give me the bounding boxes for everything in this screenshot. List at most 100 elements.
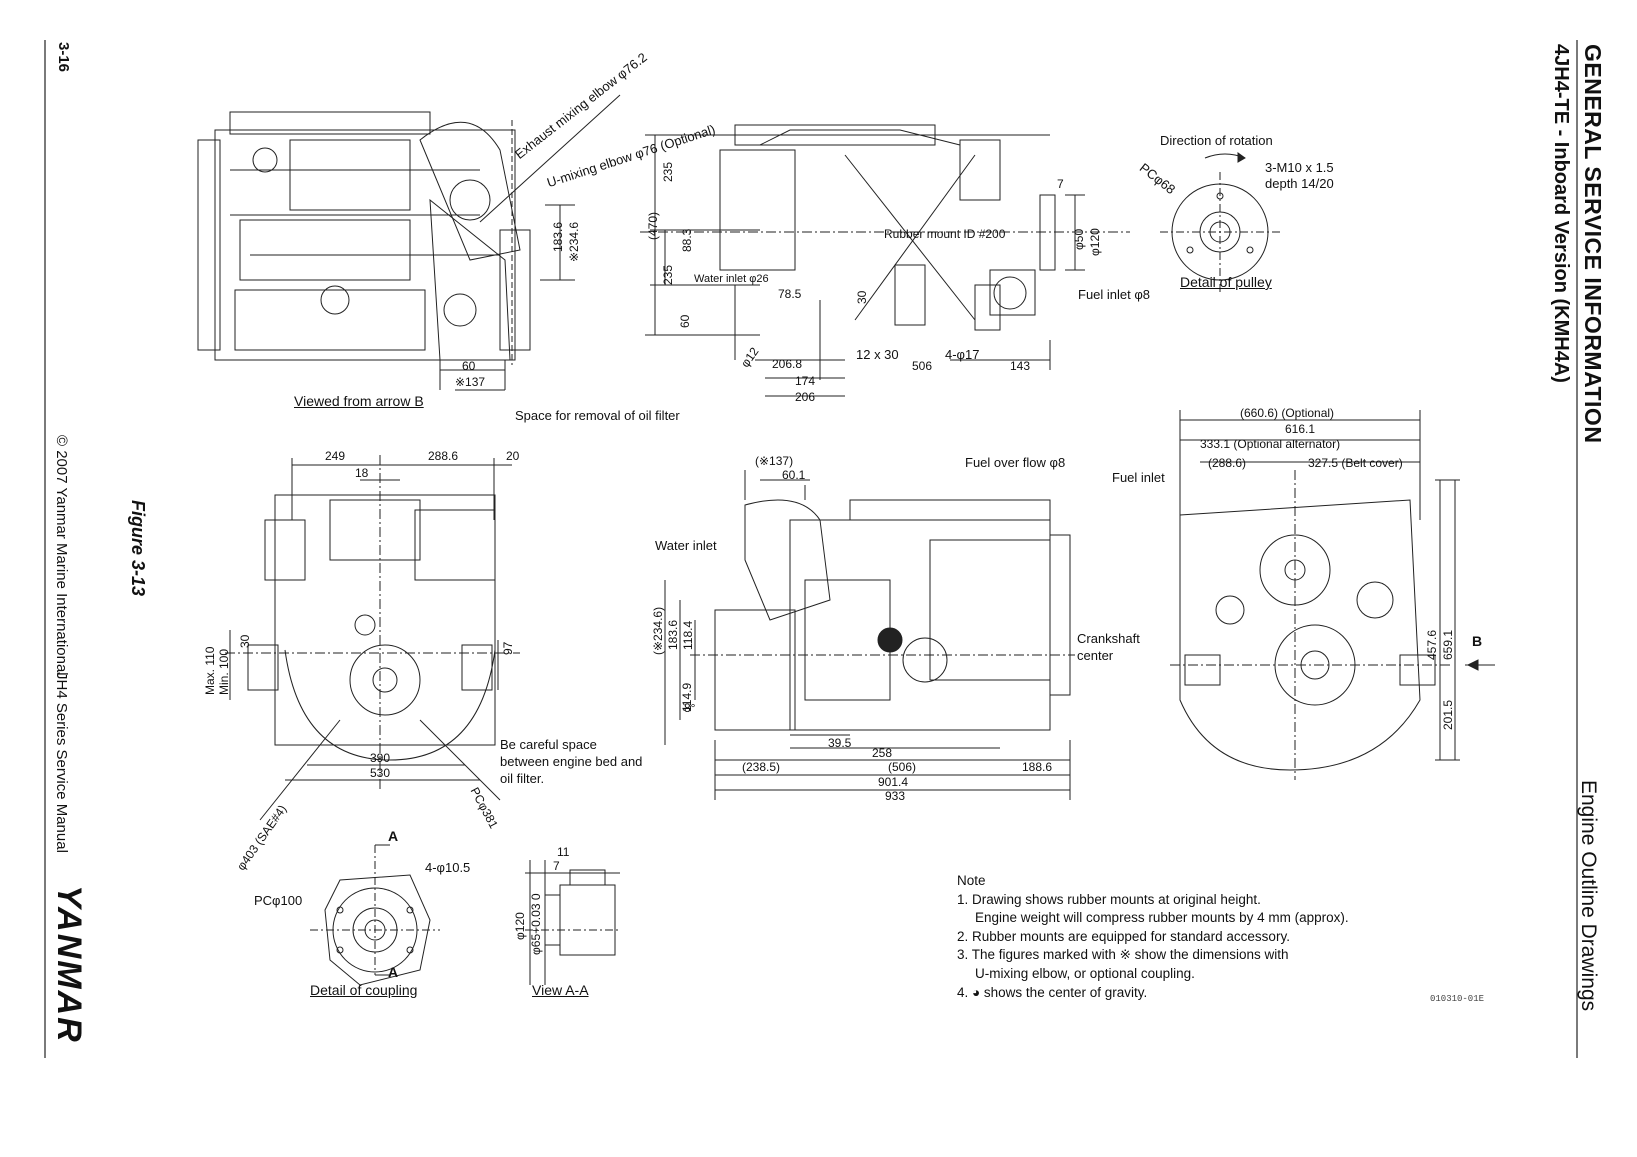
caption-pulley: Detail of pulley — [1180, 274, 1272, 290]
drawing-code: 010310-01E — [1430, 994, 1485, 1004]
dim-side-3: 183.6 — [666, 620, 680, 650]
dim-side-4: 118.4 — [681, 621, 695, 650]
dim-rear-1: 616.1 — [1285, 422, 1315, 436]
dim-top-center-3: 88.3 — [680, 228, 694, 252]
dim-front-0: 249 — [325, 449, 345, 463]
engine-rear-view — [1170, 410, 1495, 780]
label-fuel-overflow: Fuel over flow φ8 — [965, 455, 1066, 470]
dim-top-center-6: 30 — [855, 290, 869, 304]
dim-rear-0: (660.6) (Optional) — [1240, 406, 1334, 420]
dim-rear-5: 457.6 — [1425, 630, 1439, 660]
note-item: 3. The figures marked with ※ show the di… — [957, 947, 1289, 963]
copyright: © 2007 Yanmar Marine International — [53, 435, 70, 676]
label-water-inlet: Water inlet — [655, 538, 717, 553]
engine-plan-view — [640, 124, 1130, 397]
engine-top-view — [197, 94, 621, 391]
dim-top-center-5: 78.5 — [778, 287, 802, 301]
section-a-bottom: A — [388, 964, 399, 980]
caption-coupling: Detail of coupling — [310, 982, 418, 998]
label-12x30: 12 x 30 — [856, 347, 899, 362]
dim-front-8: 390 — [370, 751, 390, 765]
dim-aa-2: φ120 — [513, 912, 527, 940]
dim-top-center-1: (470) — [646, 212, 660, 240]
dim-side-6: 8° — [684, 701, 696, 715]
arrow-b-label: B — [1472, 633, 1483, 649]
dim-top-center-13: φ120 — [1088, 228, 1102, 256]
dim-front-4: Max. 110 — [203, 646, 217, 695]
dim-side-1: 60.1 — [782, 468, 806, 482]
dim-top-left-1: ※137 — [455, 375, 485, 389]
dim-top-center-10: 506 — [912, 359, 932, 373]
note-item: 4. ◕ shows the center of gravity. — [957, 984, 1148, 1000]
label-fuel-inlet-8: Fuel inlet φ8 — [1078, 287, 1151, 302]
dim-side-7: 39.5 — [828, 736, 852, 750]
dim-rear-2: 333.1 (Optional alternator) — [1200, 437, 1340, 451]
dim-side-12: 901.4 — [878, 775, 908, 789]
pulley-detail — [1160, 152, 1280, 292]
dim-side-13: 933 — [885, 789, 905, 803]
dim-side-8: 258 — [872, 746, 892, 760]
section-title: GENERAL SERVICE INFORMATION — [1580, 44, 1606, 444]
model-title: 4JH4-TE - Inboard Version (KMH4A) — [1550, 44, 1572, 383]
label-pc100: PCφ100 — [254, 893, 303, 908]
dim-top-center-8: 174 — [795, 374, 815, 388]
note-item: U-mixing elbow, or optional coupling. — [975, 965, 1195, 981]
dim-front-6: 30 — [238, 634, 252, 648]
dim-top-center-7: 206.8 — [772, 357, 802, 371]
dim-top-center-14: 7 — [1057, 177, 1064, 191]
view-aa-detail — [525, 860, 620, 985]
brand-logo: YANMAR — [50, 885, 88, 1044]
caption-view-aa: View A-A — [532, 982, 589, 998]
dim-rear-7: 201.5 — [1441, 700, 1455, 730]
label-bolt-spec: 3-M10 x 1.5 — [1265, 160, 1334, 175]
page-number: 3-16 — [55, 42, 72, 73]
dim-side-5: 114.9 — [680, 683, 694, 712]
dim-top-center-12: φ50 — [1072, 229, 1086, 250]
caption-viewed-from-b: Viewed from arrow B — [294, 393, 424, 409]
dim-front-9: 530 — [370, 766, 390, 780]
label-direction-rotation: Direction of rotation — [1160, 133, 1273, 148]
dim-rear-4: 327.5 (Belt cover) — [1308, 456, 1403, 470]
notes-title: Note — [957, 873, 986, 888]
section-a-top: A — [388, 828, 399, 844]
right-title: Engine Outline Drawings — [1577, 780, 1600, 1012]
dim-rear-3: (288.6) — [1208, 456, 1246, 470]
label-4-phi-10-5: 4-φ10.5 — [425, 860, 471, 875]
dim-side-10: (506) — [888, 760, 916, 774]
dim-front-7: 97 — [501, 641, 515, 655]
label-crankshaft-2: center — [1077, 648, 1114, 663]
dim-aa-0: 11 — [557, 845, 570, 859]
dim-top-left-0: 60 — [462, 359, 476, 373]
dim-front-5: Min. 100 — [217, 649, 231, 695]
engine-front-view — [225, 455, 520, 821]
dim-top-center-2: 235 — [661, 265, 675, 285]
label-rubber-mount: Rubber mount ID #200 — [884, 227, 1006, 241]
notes-block: Note 1. Drawing shows rubber mounts at o… — [957, 872, 1349, 1002]
dim-side-2: (※234.6) — [651, 607, 665, 655]
dim-top-center-11: 143 — [1010, 359, 1030, 373]
label-space-oil-filter: Space for removal of oil filter — [515, 408, 680, 423]
dim-side-11: 188.6 — [1022, 760, 1052, 774]
label-be-careful-1: Be careful space — [500, 737, 597, 752]
coupling-detail — [310, 844, 440, 986]
dim-front-3: 20 — [506, 449, 520, 463]
dim-top-left-3: ※234.6 — [567, 222, 581, 262]
note-item: Engine weight will compress rubber mount… — [975, 910, 1349, 926]
manual-name: JH4 Series Service Manual — [53, 672, 70, 853]
dim-side-0: (※137) — [755, 454, 793, 468]
label-be-careful-2: between engine bed and — [500, 754, 643, 769]
label-4-phi-17: 4-φ17 — [945, 347, 980, 362]
dim-top-center-4: 60 — [678, 314, 692, 328]
engine-side-view — [664, 470, 1075, 800]
dim-front-2: 288.6 — [428, 449, 458, 463]
figure-label: Figure 3-13 — [128, 500, 148, 597]
note-item: 2. Rubber mounts are equipped for standa… — [957, 928, 1290, 944]
dim-top-left-2: 183.6 — [551, 222, 565, 252]
note-item: 1. Drawing shows rubber mounts at origin… — [957, 891, 1261, 907]
label-crankshaft-1: Crankshaft — [1077, 631, 1140, 646]
dim-side-9: (238.5) — [742, 760, 780, 774]
dim-aa-3: φ65+0.03 0 — [529, 893, 543, 955]
label-water-inlet-26: Water inlet φ26 — [694, 273, 769, 285]
dim-top-center-9: 206 — [795, 390, 815, 404]
